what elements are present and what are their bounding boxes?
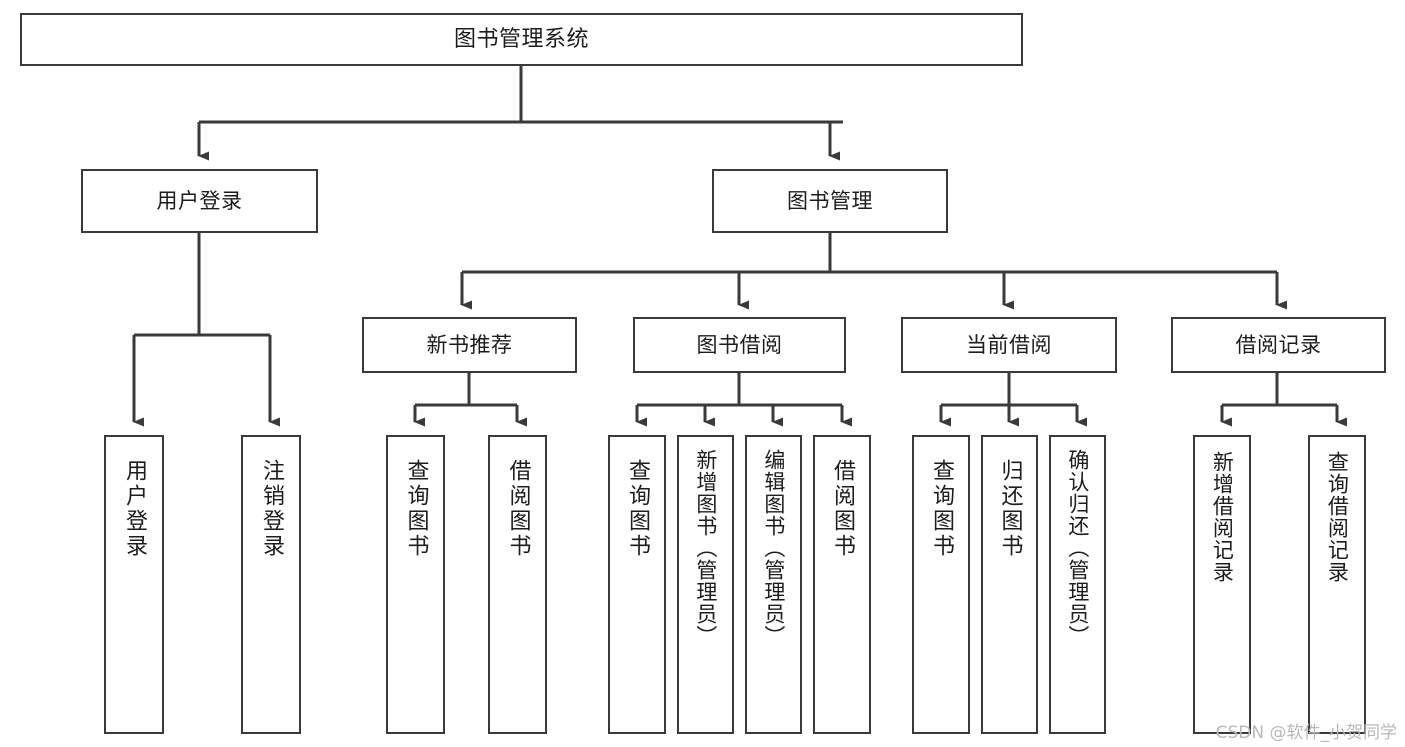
node-label: 借阅图书 bbox=[829, 459, 855, 559]
watermark-text: CSDN @软件_小贺同学 bbox=[1215, 723, 1397, 743]
node-leaf-logout-login[interactable]: 注销登录 bbox=[241, 435, 301, 734]
node-leaf-query-book-2[interactable]: 查询图书 bbox=[608, 435, 666, 734]
node-book-management[interactable]: 图书管理 bbox=[712, 169, 948, 233]
node-user-login[interactable]: 用户登录 bbox=[81, 169, 318, 233]
node-label: 注销登录 bbox=[258, 459, 284, 559]
node-label: 当前借阅 bbox=[966, 332, 1052, 357]
node-leaf-add-record[interactable]: 新增借阅记录 bbox=[1193, 435, 1251, 734]
node-label: 新增图书（管理员） bbox=[693, 449, 718, 647]
node-label: 查询图书 bbox=[624, 459, 650, 559]
node-label: 归还图书 bbox=[997, 459, 1023, 559]
node-root-system[interactable]: 图书管理系统 bbox=[20, 13, 1023, 66]
node-label: 确认归还（管理员） bbox=[1065, 449, 1090, 647]
node-borrow-record[interactable]: 借阅记录 bbox=[1171, 317, 1386, 373]
node-label: 用户登录 bbox=[121, 459, 147, 559]
node-label: 图书借阅 bbox=[696, 332, 783, 357]
node-label: 图书管理 bbox=[787, 188, 873, 213]
node-leaf-add-book[interactable]: 新增图书（管理员） bbox=[677, 435, 734, 734]
node-book-borrow[interactable]: 图书借阅 bbox=[633, 317, 846, 373]
node-leaf-query-record[interactable]: 查询借阅记录 bbox=[1308, 435, 1366, 734]
node-label: 查询借阅记录 bbox=[1325, 451, 1350, 583]
node-label: 用户登录 bbox=[156, 188, 243, 213]
node-leaf-borrow-book-2[interactable]: 借阅图书 bbox=[813, 435, 871, 734]
node-label: 新书推荐 bbox=[426, 332, 513, 357]
node-current-borrow[interactable]: 当前借阅 bbox=[901, 317, 1117, 373]
node-label: 查询图书 bbox=[403, 459, 429, 559]
node-leaf-query-book-1[interactable]: 查询图书 bbox=[386, 435, 445, 734]
node-leaf-borrow-book-1[interactable]: 借阅图书 bbox=[488, 435, 547, 734]
node-label: 借阅记录 bbox=[1235, 332, 1322, 357]
node-label: 新增借阅记录 bbox=[1210, 451, 1235, 583]
node-leaf-confirm-return[interactable]: 确认归还（管理员） bbox=[1049, 435, 1106, 734]
node-leaf-edit-book[interactable]: 编辑图书（管理员） bbox=[745, 435, 802, 734]
node-label: 借阅图书 bbox=[505, 459, 531, 559]
node-label: 图书管理系统 bbox=[453, 26, 589, 52]
node-leaf-query-book-3[interactable]: 查询图书 bbox=[912, 435, 970, 734]
node-label: 编辑图书（管理员） bbox=[761, 449, 786, 647]
node-leaf-return-book[interactable]: 归还图书 bbox=[981, 435, 1038, 734]
node-label: 查询图书 bbox=[928, 459, 954, 559]
node-new-book-recommend[interactable]: 新书推荐 bbox=[362, 317, 577, 373]
node-leaf-user-login[interactable]: 用户登录 bbox=[104, 435, 164, 734]
